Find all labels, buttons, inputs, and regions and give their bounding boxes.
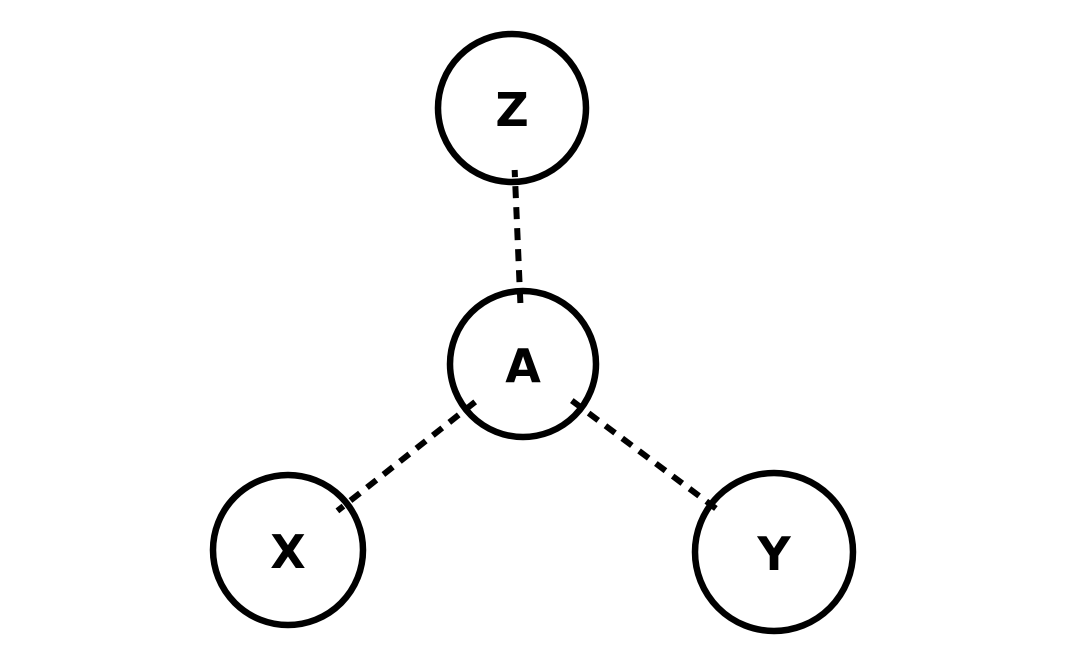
- node-label-Y: Y: [756, 527, 791, 581]
- node-Z: [434, 30, 590, 186]
- node-label-Z: Z: [495, 83, 528, 137]
- node-label-X: X: [270, 525, 305, 579]
- edge-A-Y: [570, 398, 723, 515]
- edge-A-X: [335, 399, 478, 514]
- edge-A-Z: [511, 169, 524, 304]
- node-A: [446, 287, 600, 441]
- node-label-A: A: [505, 339, 541, 393]
- node-Y: [691, 469, 857, 635]
- node-X: [209, 471, 367, 629]
